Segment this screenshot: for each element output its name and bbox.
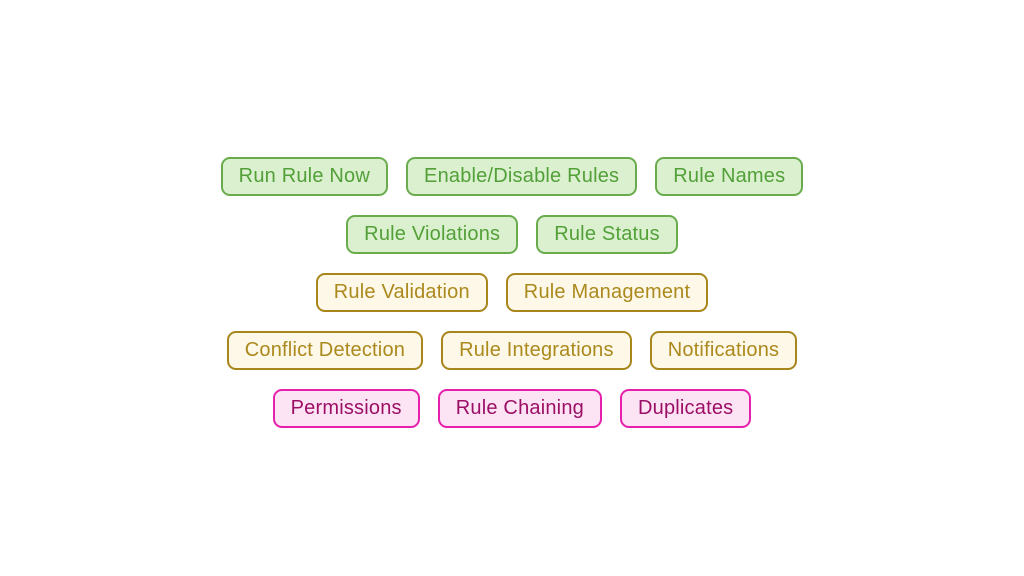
chip-rule-integrations[interactable]: Rule Integrations — [441, 331, 632, 370]
chip-row-5: Permissions Rule Chaining Duplicates — [272, 389, 752, 428]
chip-rule-violations[interactable]: Rule Violations — [346, 215, 519, 254]
chip-row-4: Conflict Detection Rule Integrations Notif… — [226, 331, 798, 370]
chip-notifications[interactable]: Notifications — [649, 331, 798, 370]
chip-row-3: Rule Validation Rule Management — [315, 273, 709, 312]
chip-permissions[interactable]: Permissions — [272, 389, 420, 428]
chip-enable-disable-rules[interactable]: Enable/Disable Rules — [406, 157, 638, 196]
chip-conflict-detection[interactable]: Conflict Detection — [226, 331, 424, 370]
chip-run-rule-now[interactable]: Run Rule Now — [220, 157, 389, 196]
chip-row-2: Rule Violations Rule Status — [346, 215, 678, 254]
chip-rule-status[interactable]: Rule Status — [536, 215, 678, 254]
chip-rule-validation[interactable]: Rule Validation — [315, 273, 488, 312]
chip-rows: Run Rule Now Enable/Disable Rules Rule Nam… — [0, 157, 1024, 428]
chip-rule-names[interactable]: Rule Names — [655, 157, 804, 196]
chip-duplicates[interactable]: Duplicates — [619, 389, 752, 428]
chip-row-1: Run Rule Now Enable/Disable Rules Rule Nam… — [220, 157, 804, 196]
chip-rule-chaining[interactable]: Rule Chaining — [437, 389, 602, 428]
chip-rule-management[interactable]: Rule Management — [505, 273, 709, 312]
